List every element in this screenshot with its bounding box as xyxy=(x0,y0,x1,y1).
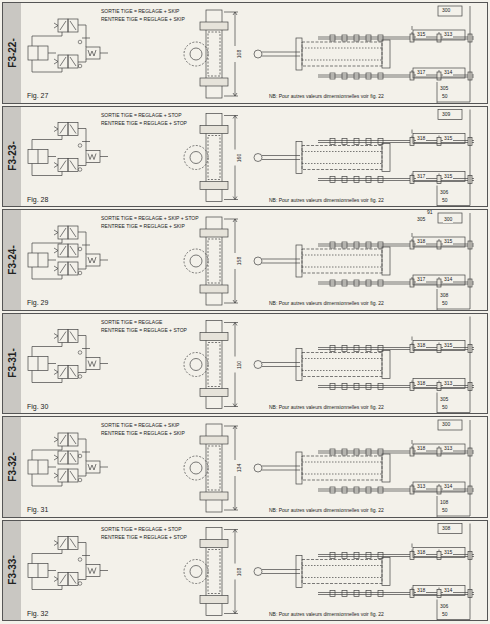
model-code: F3-32- xyxy=(7,452,18,481)
model-code: F3-23- xyxy=(7,142,18,171)
figure-panel: F3-23- xyxy=(2,106,488,208)
figure-panel: F3-33- xyxy=(2,520,488,622)
figure-panel: F3-32- xyxy=(2,416,488,518)
model-code: F3-33- xyxy=(7,556,18,585)
model-code: F3-31- xyxy=(7,349,18,378)
figure-panel: F3-24- xyxy=(2,209,488,311)
model-code: F3-22- xyxy=(7,38,18,67)
figure-panel: F3-22- xyxy=(2,2,488,104)
model-code: F3-24- xyxy=(7,245,18,274)
figure-panel: F3-31- xyxy=(2,313,488,415)
